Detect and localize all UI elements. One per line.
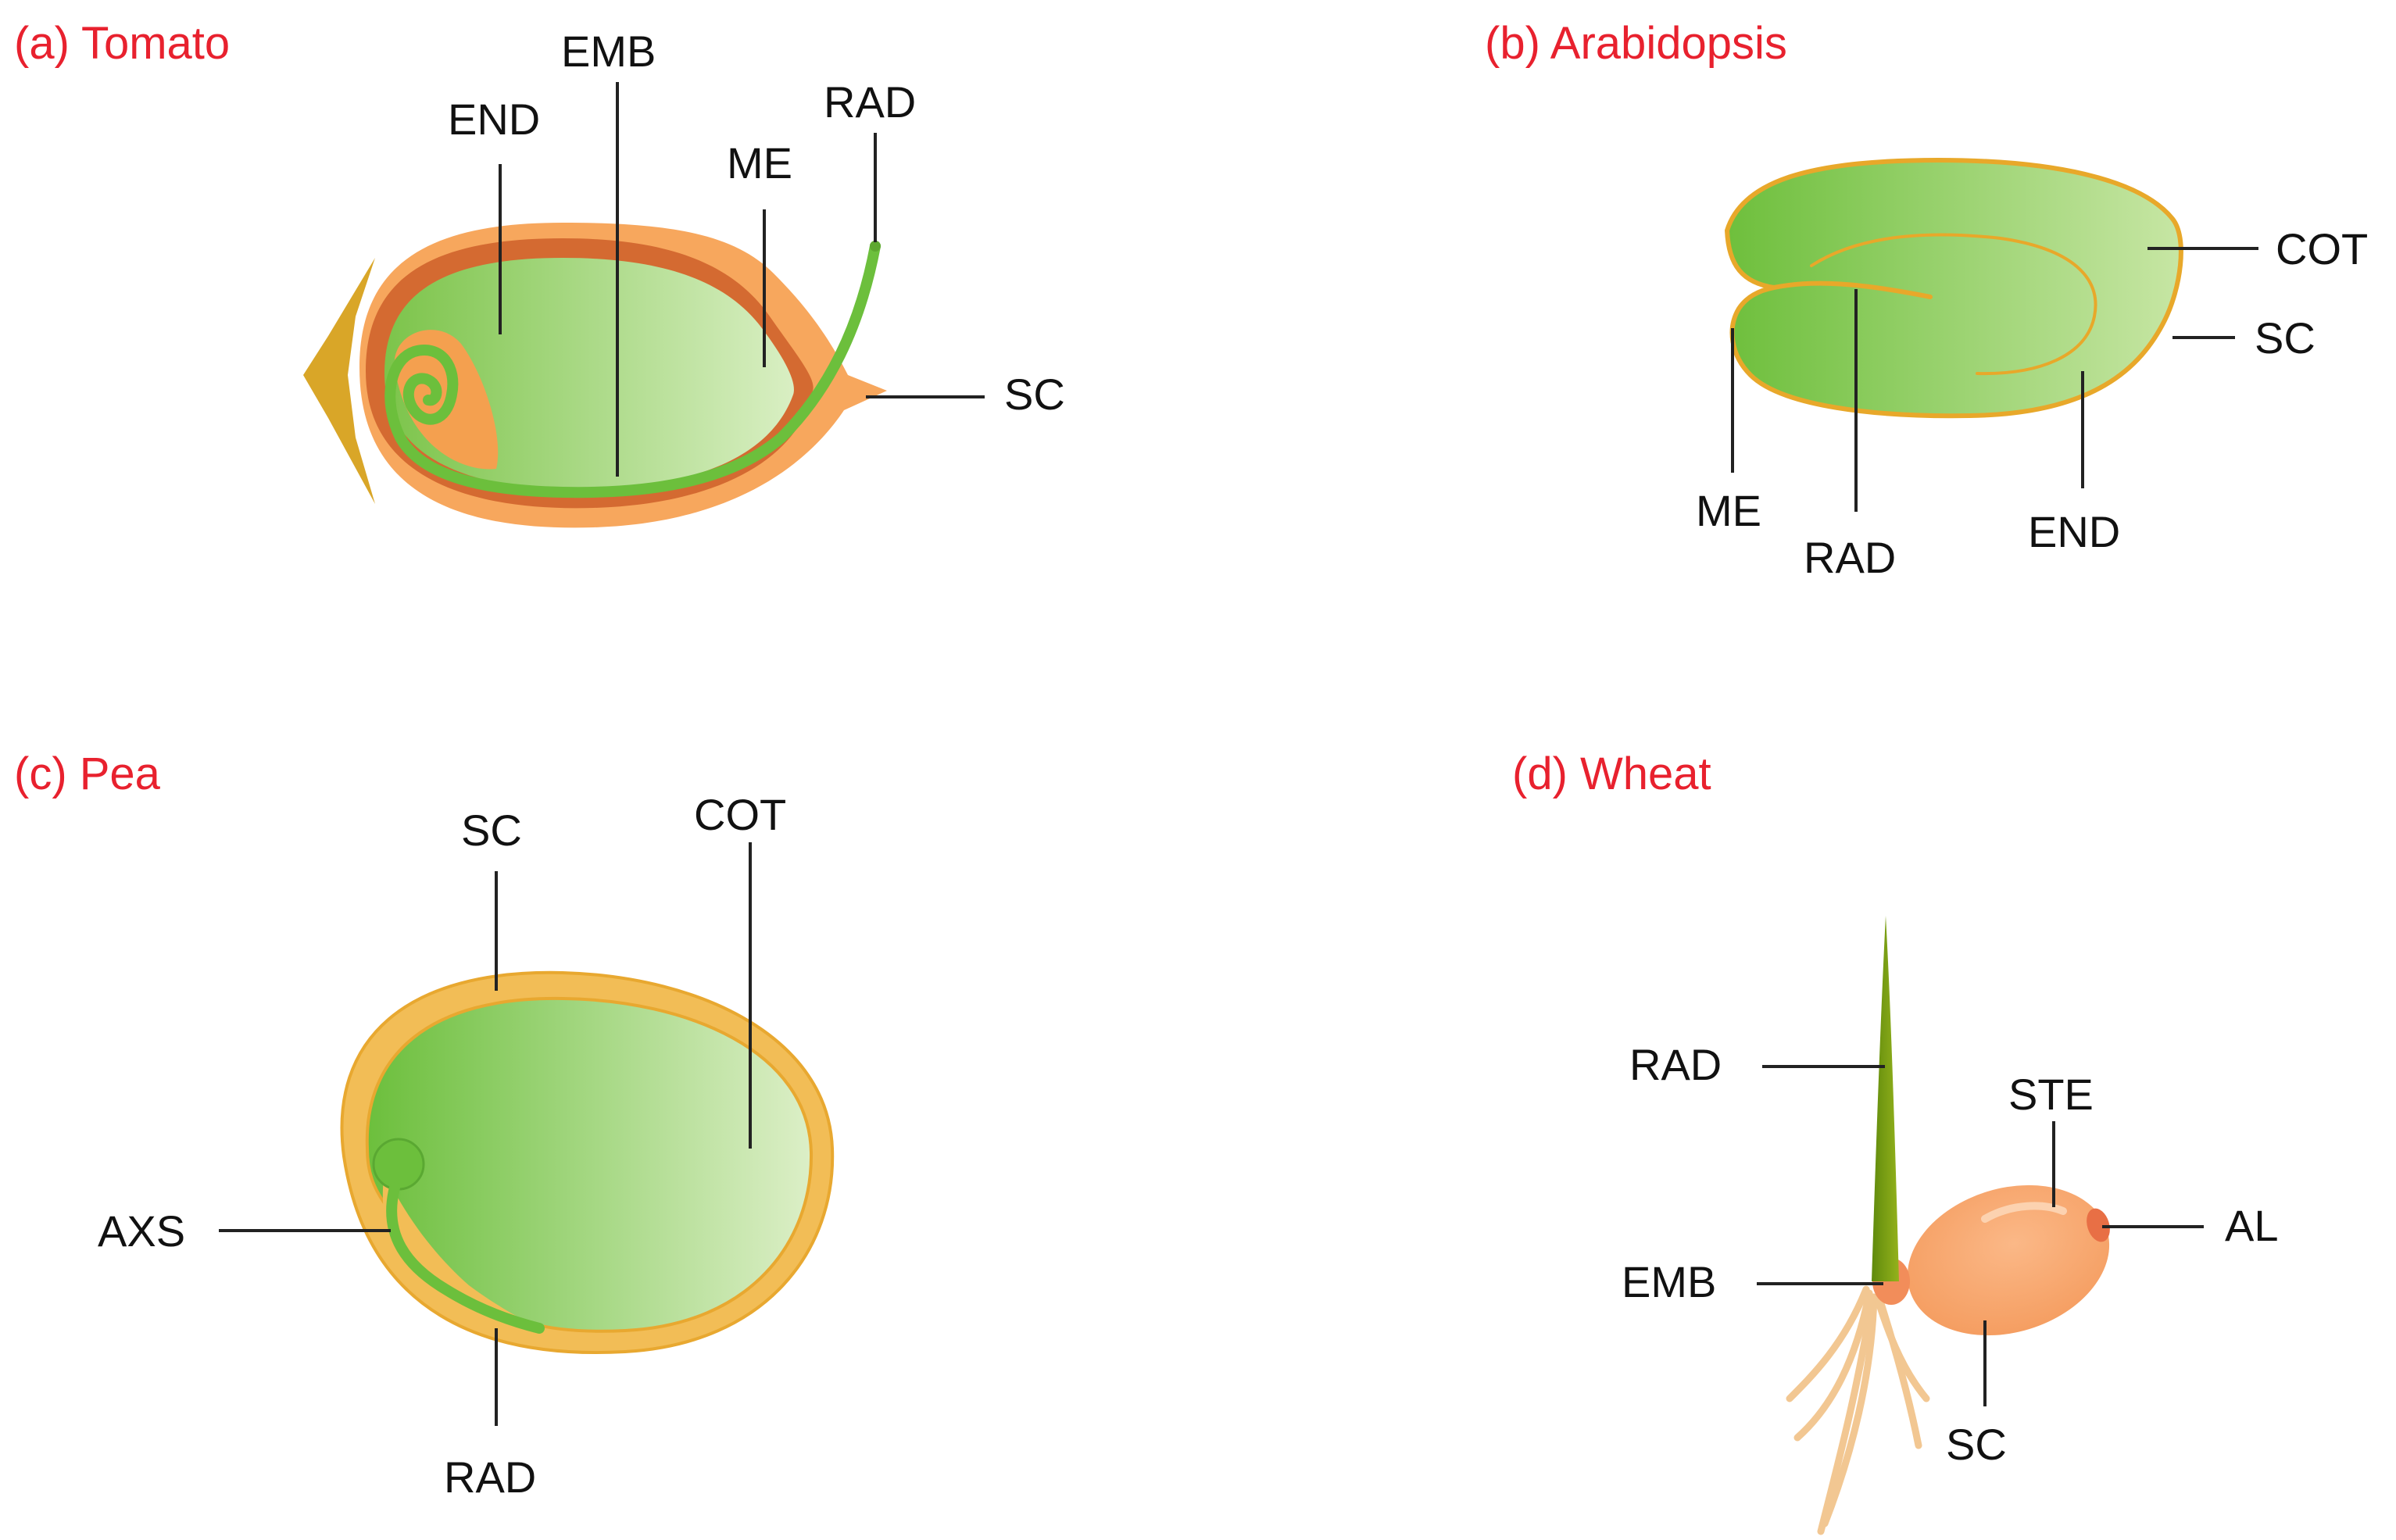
arabidopsis-seed	[1724, 157, 2183, 419]
tomato-label-emb: EMB	[561, 27, 656, 76]
panel-title-tomato: (a) Tomato	[14, 18, 230, 69]
panel-title-arabidopsis: (b) Arabidopsis	[1485, 18, 1787, 69]
panel-wheat: (d) Wheat RAD STE AL EMB SC	[1512, 749, 2279, 1535]
wheat-roots	[1786, 1285, 1930, 1535]
wheat-label-emb: EMB	[1622, 1257, 1716, 1306]
arabidopsis-fold-line	[1772, 280, 1933, 299]
arabidopsis-label-me: ME	[1696, 486, 1761, 535]
arabidopsis-label-cot: COT	[2276, 224, 2368, 273]
panel-pea: (c) Pea SC COT AXS RAD	[14, 749, 835, 1502]
arabidopsis-label-end: END	[2028, 507, 2120, 556]
arabidopsis-label-sc: SC	[2255, 313, 2316, 363]
arabidopsis-inner-curve	[1810, 233, 2097, 376]
tomato-label-me: ME	[727, 138, 792, 188]
arabidopsis-label-rad: RAD	[1804, 533, 1896, 582]
tomato-label-sc: SC	[1004, 370, 1065, 419]
panel-title-wheat: (d) Wheat	[1512, 749, 1711, 799]
wheat-label-rad: RAD	[1629, 1040, 1722, 1089]
pea-label-cot: COT	[694, 790, 786, 839]
wheat-label-sc: SC	[1946, 1420, 2007, 1469]
wheat-grain-highlight	[1981, 1202, 2067, 1223]
pea-label-sc: SC	[461, 806, 522, 855]
pea-label-axs: AXS	[98, 1206, 185, 1256]
wheat-label-ste: STE	[2008, 1070, 2094, 1119]
tomato-radicle-tip	[870, 241, 881, 252]
pea-label-rad: RAD	[444, 1452, 536, 1502]
panel-arabidopsis: (b) Arabidopsis COT SC ME RAD END	[1485, 18, 2368, 582]
panel-tomato: (a) Tomato EMB END ME RAD SC	[14, 18, 1065, 528]
tomato-embryo-curve	[384, 241, 881, 498]
tomato-hilum	[303, 258, 375, 504]
panel-title-pea: (c) Pea	[14, 749, 161, 799]
wheat-label-al: AL	[2225, 1201, 2279, 1250]
wheat-grain	[1907, 1184, 2110, 1336]
wheat-aleurone-tip	[2087, 1208, 2110, 1242]
tomato-label-rad: RAD	[824, 77, 916, 127]
pea-plumule	[372, 1138, 425, 1191]
pea-radicle-curve	[386, 1182, 545, 1334]
tomato-label-end: END	[448, 95, 540, 144]
wheat-shoot	[1872, 916, 1899, 1281]
